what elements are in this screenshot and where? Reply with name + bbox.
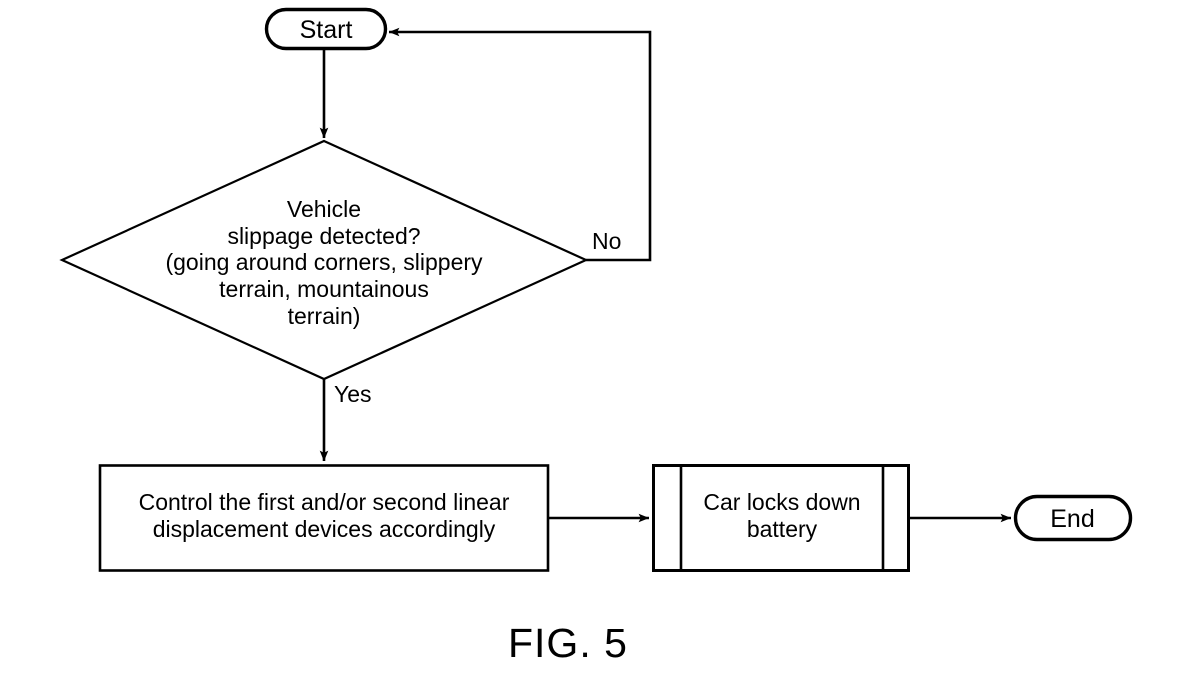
lockdown-subroutine-shape [652,464,910,572]
control-process-shape [98,464,550,572]
edge-decision-no-to-start [388,27,652,262]
figure-caption: FIG. 5 [508,620,628,666]
edge-label-yes: Yes [334,381,372,407]
edge-label-no: No [592,228,622,254]
start-terminator-shape [264,7,388,51]
end-terminator-shape [1013,494,1133,542]
decision-diamond-shape [59,139,589,381]
